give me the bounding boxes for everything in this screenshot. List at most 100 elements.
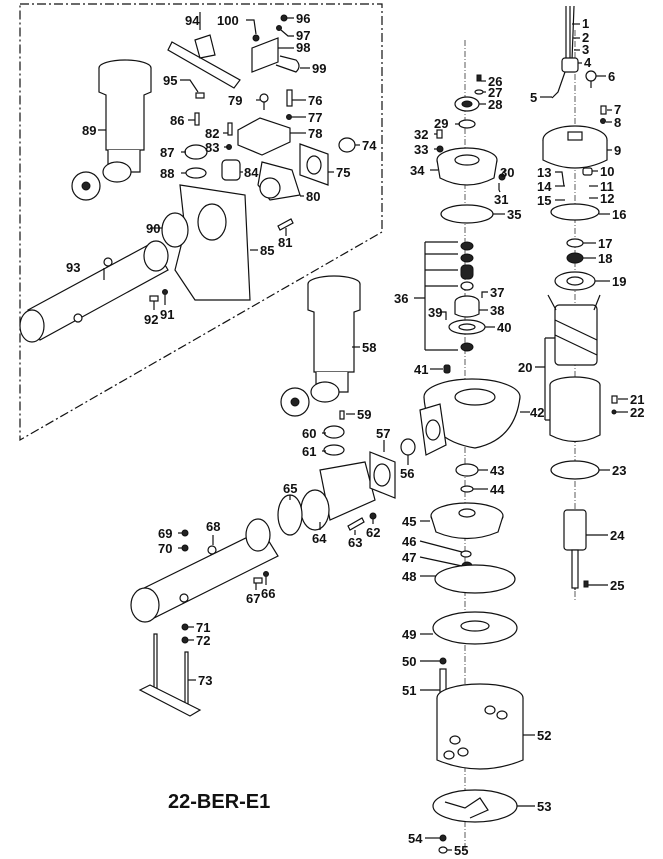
- part-label-81: 81: [278, 235, 292, 250]
- part-label-15: 15: [537, 193, 551, 208]
- part-label-79: 79: [228, 93, 242, 108]
- part-label-39: 39: [428, 305, 442, 320]
- pump-assembly: [400, 40, 524, 854]
- part-label-46: 46: [402, 534, 416, 549]
- part-label-24: 24: [610, 528, 625, 543]
- part-label-42-casing: 42: [530, 405, 544, 420]
- part-label-31: 31: [494, 192, 508, 207]
- part-label-52: 52: [537, 728, 551, 743]
- part-label-50: 50: [402, 654, 416, 669]
- part-label-77: 77: [308, 110, 322, 125]
- part-label-44: 44: [490, 482, 505, 497]
- part-label-58: 58: [362, 340, 376, 355]
- part-label-75: 75: [336, 165, 350, 180]
- part-label-93: 93: [66, 260, 80, 275]
- part-label-8: 8: [614, 115, 621, 130]
- part-label-16: 16: [612, 207, 626, 222]
- part-label-67: 67: [246, 591, 260, 606]
- part-label-53: 53: [537, 799, 551, 814]
- part-label-73: 73: [198, 673, 212, 688]
- part-label-28: 28: [488, 97, 502, 112]
- part-label-22: 22: [630, 405, 644, 420]
- part-label-11: 11: [600, 179, 614, 194]
- part-label-59: 59: [357, 407, 371, 422]
- part-label-29: 29: [434, 116, 448, 131]
- leader-lines: [98, 12, 628, 851]
- part-label-4: 4: [584, 55, 592, 70]
- part-label-7: 7: [614, 102, 621, 117]
- part-label-14: 14: [537, 179, 552, 194]
- part-label-69: 69: [158, 526, 172, 541]
- part-label-92: 92: [144, 312, 158, 327]
- part-label-87: 87: [160, 145, 174, 160]
- optional-kit-boundary: [19, 3, 383, 442]
- part-label-65: 65: [283, 481, 297, 496]
- part-label-99: 99: [312, 61, 326, 76]
- part-label-96: 96: [296, 11, 310, 26]
- part-label-32: 32: [414, 127, 428, 142]
- part-label-85: 85: [260, 243, 274, 258]
- part-label-72: 72: [196, 633, 210, 648]
- part-label-84: 84: [244, 165, 259, 180]
- part-label-66: 66: [261, 586, 275, 601]
- part-label-21: 21: [630, 392, 644, 407]
- part-label-95: 95: [163, 73, 177, 88]
- part-label-20: 20: [518, 360, 532, 375]
- part-label-90: 90: [146, 221, 160, 236]
- part-label-78: 78: [308, 126, 322, 141]
- part-label-89: 89: [82, 123, 96, 138]
- part-label-19: 19: [612, 274, 626, 289]
- part-label-97: 97: [296, 28, 310, 43]
- part-label-1: 1: [582, 16, 589, 31]
- diagram-title: 22-BER-E1: [168, 791, 270, 813]
- part-labels: 1 2 3 4 5 6 7 8 9 10 11 12 13 14 15 16 1…: [66, 11, 644, 858]
- part-label-68: 68: [206, 519, 220, 534]
- part-label-43: 43: [490, 463, 504, 478]
- part-label-51: 51: [402, 683, 416, 698]
- part-label-36: 36: [394, 291, 408, 306]
- part-label-41: 41: [414, 362, 428, 377]
- part-label-17: 17: [598, 236, 612, 251]
- part-label-60: 60: [302, 426, 316, 441]
- part-label-70: 70: [158, 541, 172, 556]
- part-label-94: 94: [185, 13, 200, 28]
- part-label-76: 76: [308, 93, 322, 108]
- part-label-23: 23: [612, 463, 626, 478]
- part-label-86: 86: [170, 113, 184, 128]
- part-label-18: 18: [598, 251, 612, 266]
- part-label-49: 49: [402, 627, 416, 642]
- part-label-71: 71: [196, 620, 210, 635]
- part-label-34: 34: [410, 163, 425, 178]
- part-label-74: 74: [362, 138, 377, 153]
- part-label-9: 9: [614, 143, 621, 158]
- part-label-100: 100: [217, 13, 239, 28]
- part-label-64: 64: [312, 531, 327, 546]
- part-label-5: 5: [530, 90, 537, 105]
- part-label-63: 63: [348, 535, 362, 550]
- power-cable: [551, 5, 579, 99]
- part-label-47: 47: [402, 550, 416, 565]
- part-label-55: 55: [454, 843, 468, 858]
- part-label-10: 10: [600, 164, 614, 179]
- part-label-27: 27: [488, 85, 502, 100]
- part-label-12: 12: [600, 191, 614, 206]
- optional-kit-parts: [19, 14, 356, 343]
- part-label-54: 54: [408, 831, 423, 846]
- part-label-2: 2: [582, 30, 589, 45]
- part-label-37: 37: [490, 285, 504, 300]
- part-label-57: 57: [376, 426, 390, 441]
- part-label-26: 26: [488, 74, 502, 89]
- part-label-82: 82: [205, 126, 219, 141]
- part-label-3: 3: [582, 42, 589, 57]
- part-label-61: 61: [302, 444, 316, 459]
- part-label-62: 62: [366, 525, 380, 540]
- part-label-6: 6: [608, 69, 615, 84]
- part-label-56: 56: [400, 466, 414, 481]
- part-label-91: 91: [160, 307, 174, 322]
- part-label-13: 13: [537, 165, 551, 180]
- part-label-38: 38: [490, 303, 504, 318]
- part-label-30: 30: [500, 165, 514, 180]
- part-label-80: 80: [306, 189, 320, 204]
- part-label-48: 48: [402, 569, 416, 584]
- part-label-40: 40: [497, 320, 511, 335]
